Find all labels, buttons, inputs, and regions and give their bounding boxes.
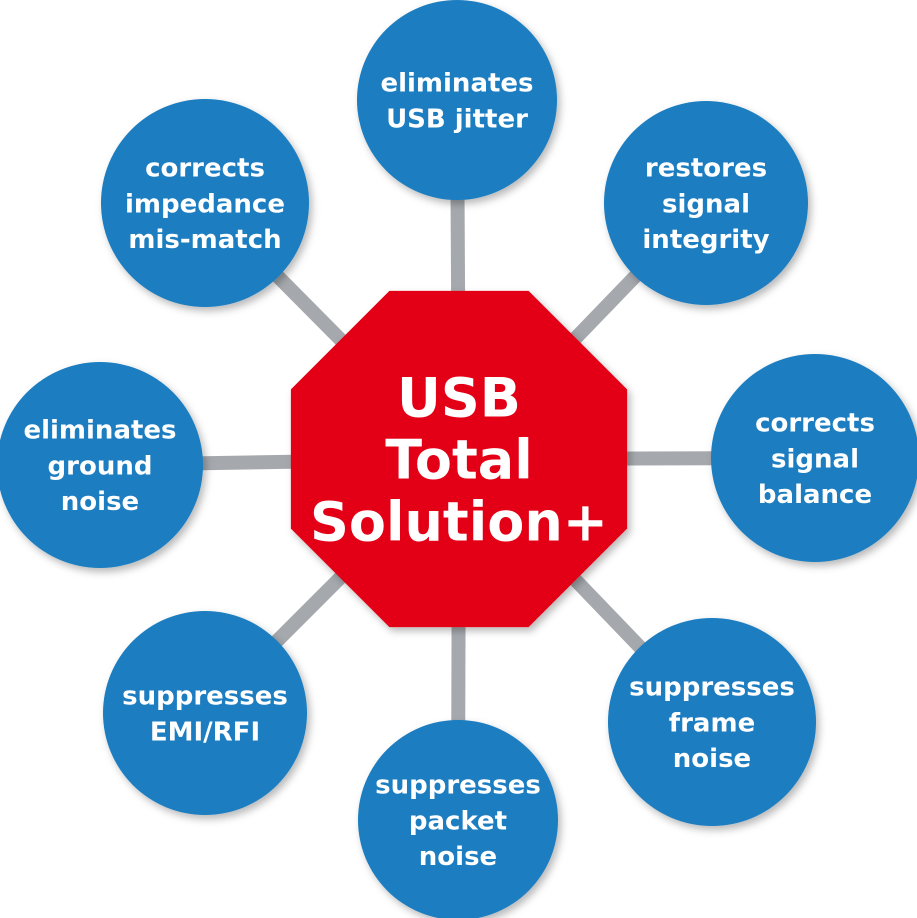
node-circle-bottom-right	[608, 618, 816, 826]
center-title-line: USB	[397, 366, 521, 429]
node-label-line: EMI/RFI	[150, 717, 260, 747]
node-label-line: balance	[758, 480, 872, 510]
node-label-line: noise	[419, 842, 497, 872]
node-label-line: frame	[669, 708, 755, 738]
node-circle-top-left	[101, 99, 309, 307]
node-label-line: suppresses	[375, 770, 541, 800]
node-bottom: suppresses packet noise	[358, 720, 558, 918]
node-label-line: eliminates	[23, 415, 176, 445]
node-label-line: corrects	[755, 408, 875, 438]
node-label-line: ground	[48, 451, 153, 481]
node-circle-bottom-left	[103, 611, 307, 815]
center-octagon	[290, 290, 628, 628]
node-circle-bottom	[358, 720, 558, 918]
node-circle-right	[711, 354, 917, 562]
node-label-line: eliminates	[380, 68, 533, 98]
node-right: corrects signal balance	[711, 354, 917, 562]
node-top-left: corrects impedance mis-match	[101, 99, 309, 307]
node-label-line: integrity	[642, 225, 769, 255]
node-label-line: suppresses	[629, 672, 795, 702]
node-top-right: restores signal integrity	[604, 101, 808, 305]
node-label-line: noise	[61, 487, 139, 517]
node-label-line: signal	[771, 444, 859, 474]
node-label-line: impedance	[125, 189, 285, 219]
node-circle-top-right	[604, 101, 808, 305]
node-label-line: signal	[662, 189, 750, 219]
node-label-line: restores	[645, 153, 767, 183]
node-label-line: suppresses	[122, 681, 288, 711]
node-left: eliminates ground noise	[0, 362, 203, 568]
node-circle-left	[0, 362, 203, 568]
node-label-line: USB jitter	[386, 104, 528, 134]
center-title-line: Total	[385, 428, 533, 491]
node-label-line: corrects	[145, 153, 265, 183]
node-label-line: mis-match	[128, 225, 281, 255]
node-circle-top	[357, 0, 557, 200]
center-title-line: Solution+	[310, 490, 608, 553]
node-label-line: noise	[673, 744, 751, 774]
node-label-line: packet	[409, 806, 507, 836]
node-bottom-right: suppresses frame noise	[608, 618, 816, 826]
